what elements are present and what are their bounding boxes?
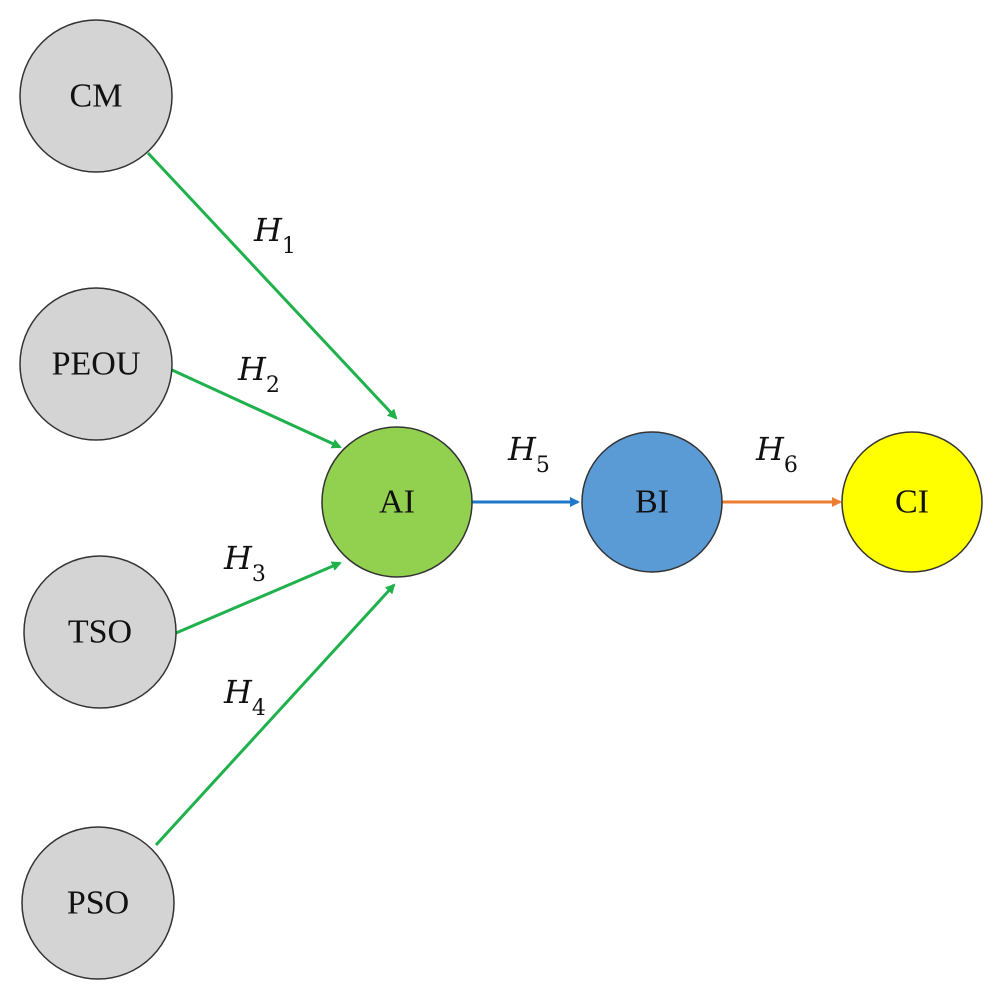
node-tso: TSO (23, 555, 177, 709)
edge-h4-pso-to-ai (154, 583, 396, 847)
edge-label-h3: H3 (223, 539, 266, 587)
node-tso-label: TSO (68, 614, 132, 651)
node-peou: PEOU (19, 287, 173, 441)
node-ai: AI (321, 426, 473, 578)
node-cm: CM (19, 19, 173, 173)
node-cm-label: CM (70, 78, 123, 115)
node-peou-label: PEOU (52, 346, 141, 383)
node-bi: BI (581, 431, 723, 573)
edge-label-h5: H5 (507, 430, 550, 478)
edge-label-h4: H4 (223, 673, 266, 721)
node-pso-label: PSO (67, 885, 129, 922)
edge-h1-cm-to-ai (146, 151, 398, 420)
node-ai-label: AI (379, 484, 415, 521)
node-pso: PSO (21, 826, 175, 980)
node-ci-circle (841, 431, 983, 573)
edge-h3-tso-to-ai (175, 561, 342, 635)
node-ci: CI (841, 431, 983, 573)
edge-h2-peou-to-ai (171, 368, 342, 449)
node-peou-circle (19, 287, 173, 441)
node-pso-circle (21, 826, 175, 980)
node-bi-circle (581, 431, 723, 573)
node-bi-label: BI (635, 484, 669, 521)
edge-label-h6: H6 (755, 430, 798, 478)
node-ci-label: CI (895, 484, 929, 521)
edge-label-h1: H1 (253, 211, 296, 259)
node-tso-circle (23, 555, 177, 709)
node-ai-circle (321, 426, 473, 578)
edge-label-h2: H2 (237, 350, 280, 398)
node-cm-circle (19, 19, 173, 173)
